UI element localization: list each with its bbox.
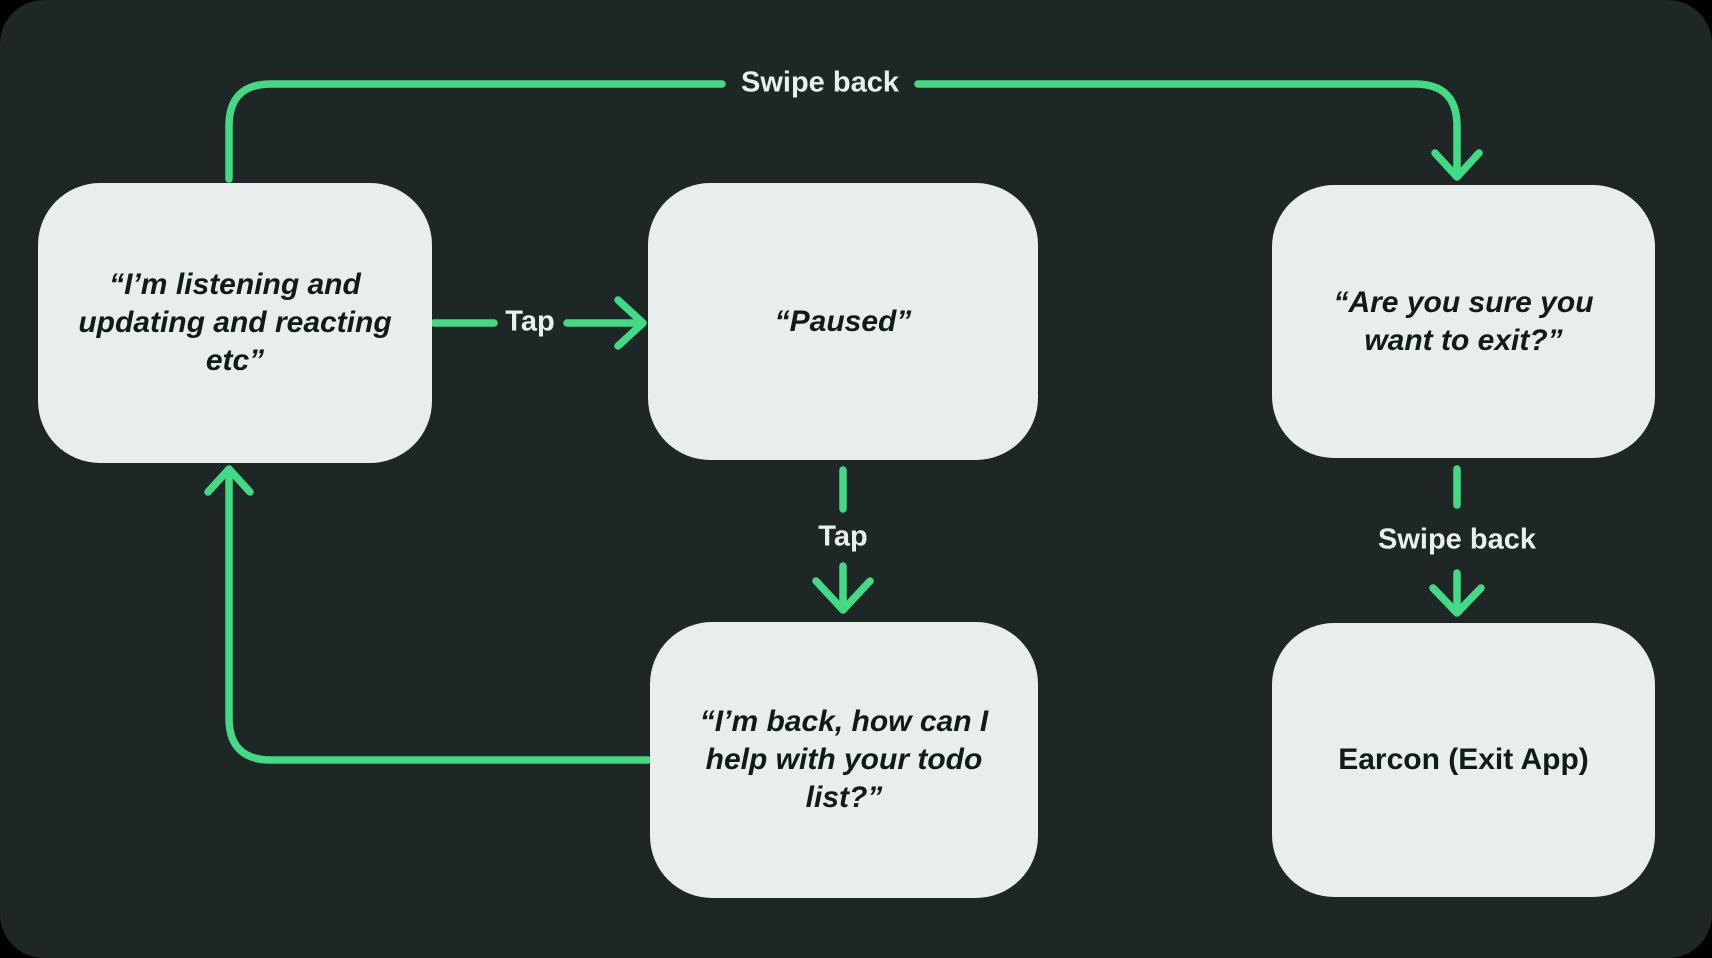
edge-return-loop-arrowhead	[204, 465, 254, 496]
edge-swipe-back-earcon-arrowhead	[1429, 584, 1485, 617]
node-exit-confirm: “Are you sure you want to exit?”	[1272, 185, 1655, 458]
node-exit-confirm-text: “Are you sure you want to exit?”	[1333, 285, 1594, 357]
node-earcon-text: Earcon (Exit App)	[1338, 743, 1589, 777]
edge-return-loop-line	[225, 470, 652, 764]
edge-label-tap-vertical: Tap	[818, 520, 868, 553]
node-paused-text: “Paused”	[774, 304, 912, 338]
edge-tap-paused-arrowhead	[614, 296, 647, 350]
node-listening: “I’m listening and updating and reacting…	[38, 183, 432, 463]
edge-tap-back-arrowhead	[812, 577, 874, 614]
node-paused: “Paused”	[648, 183, 1038, 460]
edge-label-swipe-back-right: Swipe back	[1378, 523, 1536, 556]
node-im-back: “I’m back, how can I help with your todo…	[650, 622, 1038, 898]
edge-swipe-back-top-line-start	[225, 80, 726, 183]
node-im-back-text: “I’m back, how can I help with your todo…	[699, 705, 989, 814]
node-earcon: Earcon (Exit App)	[1272, 623, 1655, 897]
node-listening-text: “I’m listening and updating and reacting…	[78, 268, 392, 377]
edge-label-tap-horizontal: Tap	[505, 305, 555, 338]
edge-label-swipe-back-top: Swipe back	[741, 66, 899, 99]
edge-swipe-back-top-arrowhead	[1431, 149, 1483, 181]
edge-swipe-back-top-line-end	[914, 80, 1461, 175]
